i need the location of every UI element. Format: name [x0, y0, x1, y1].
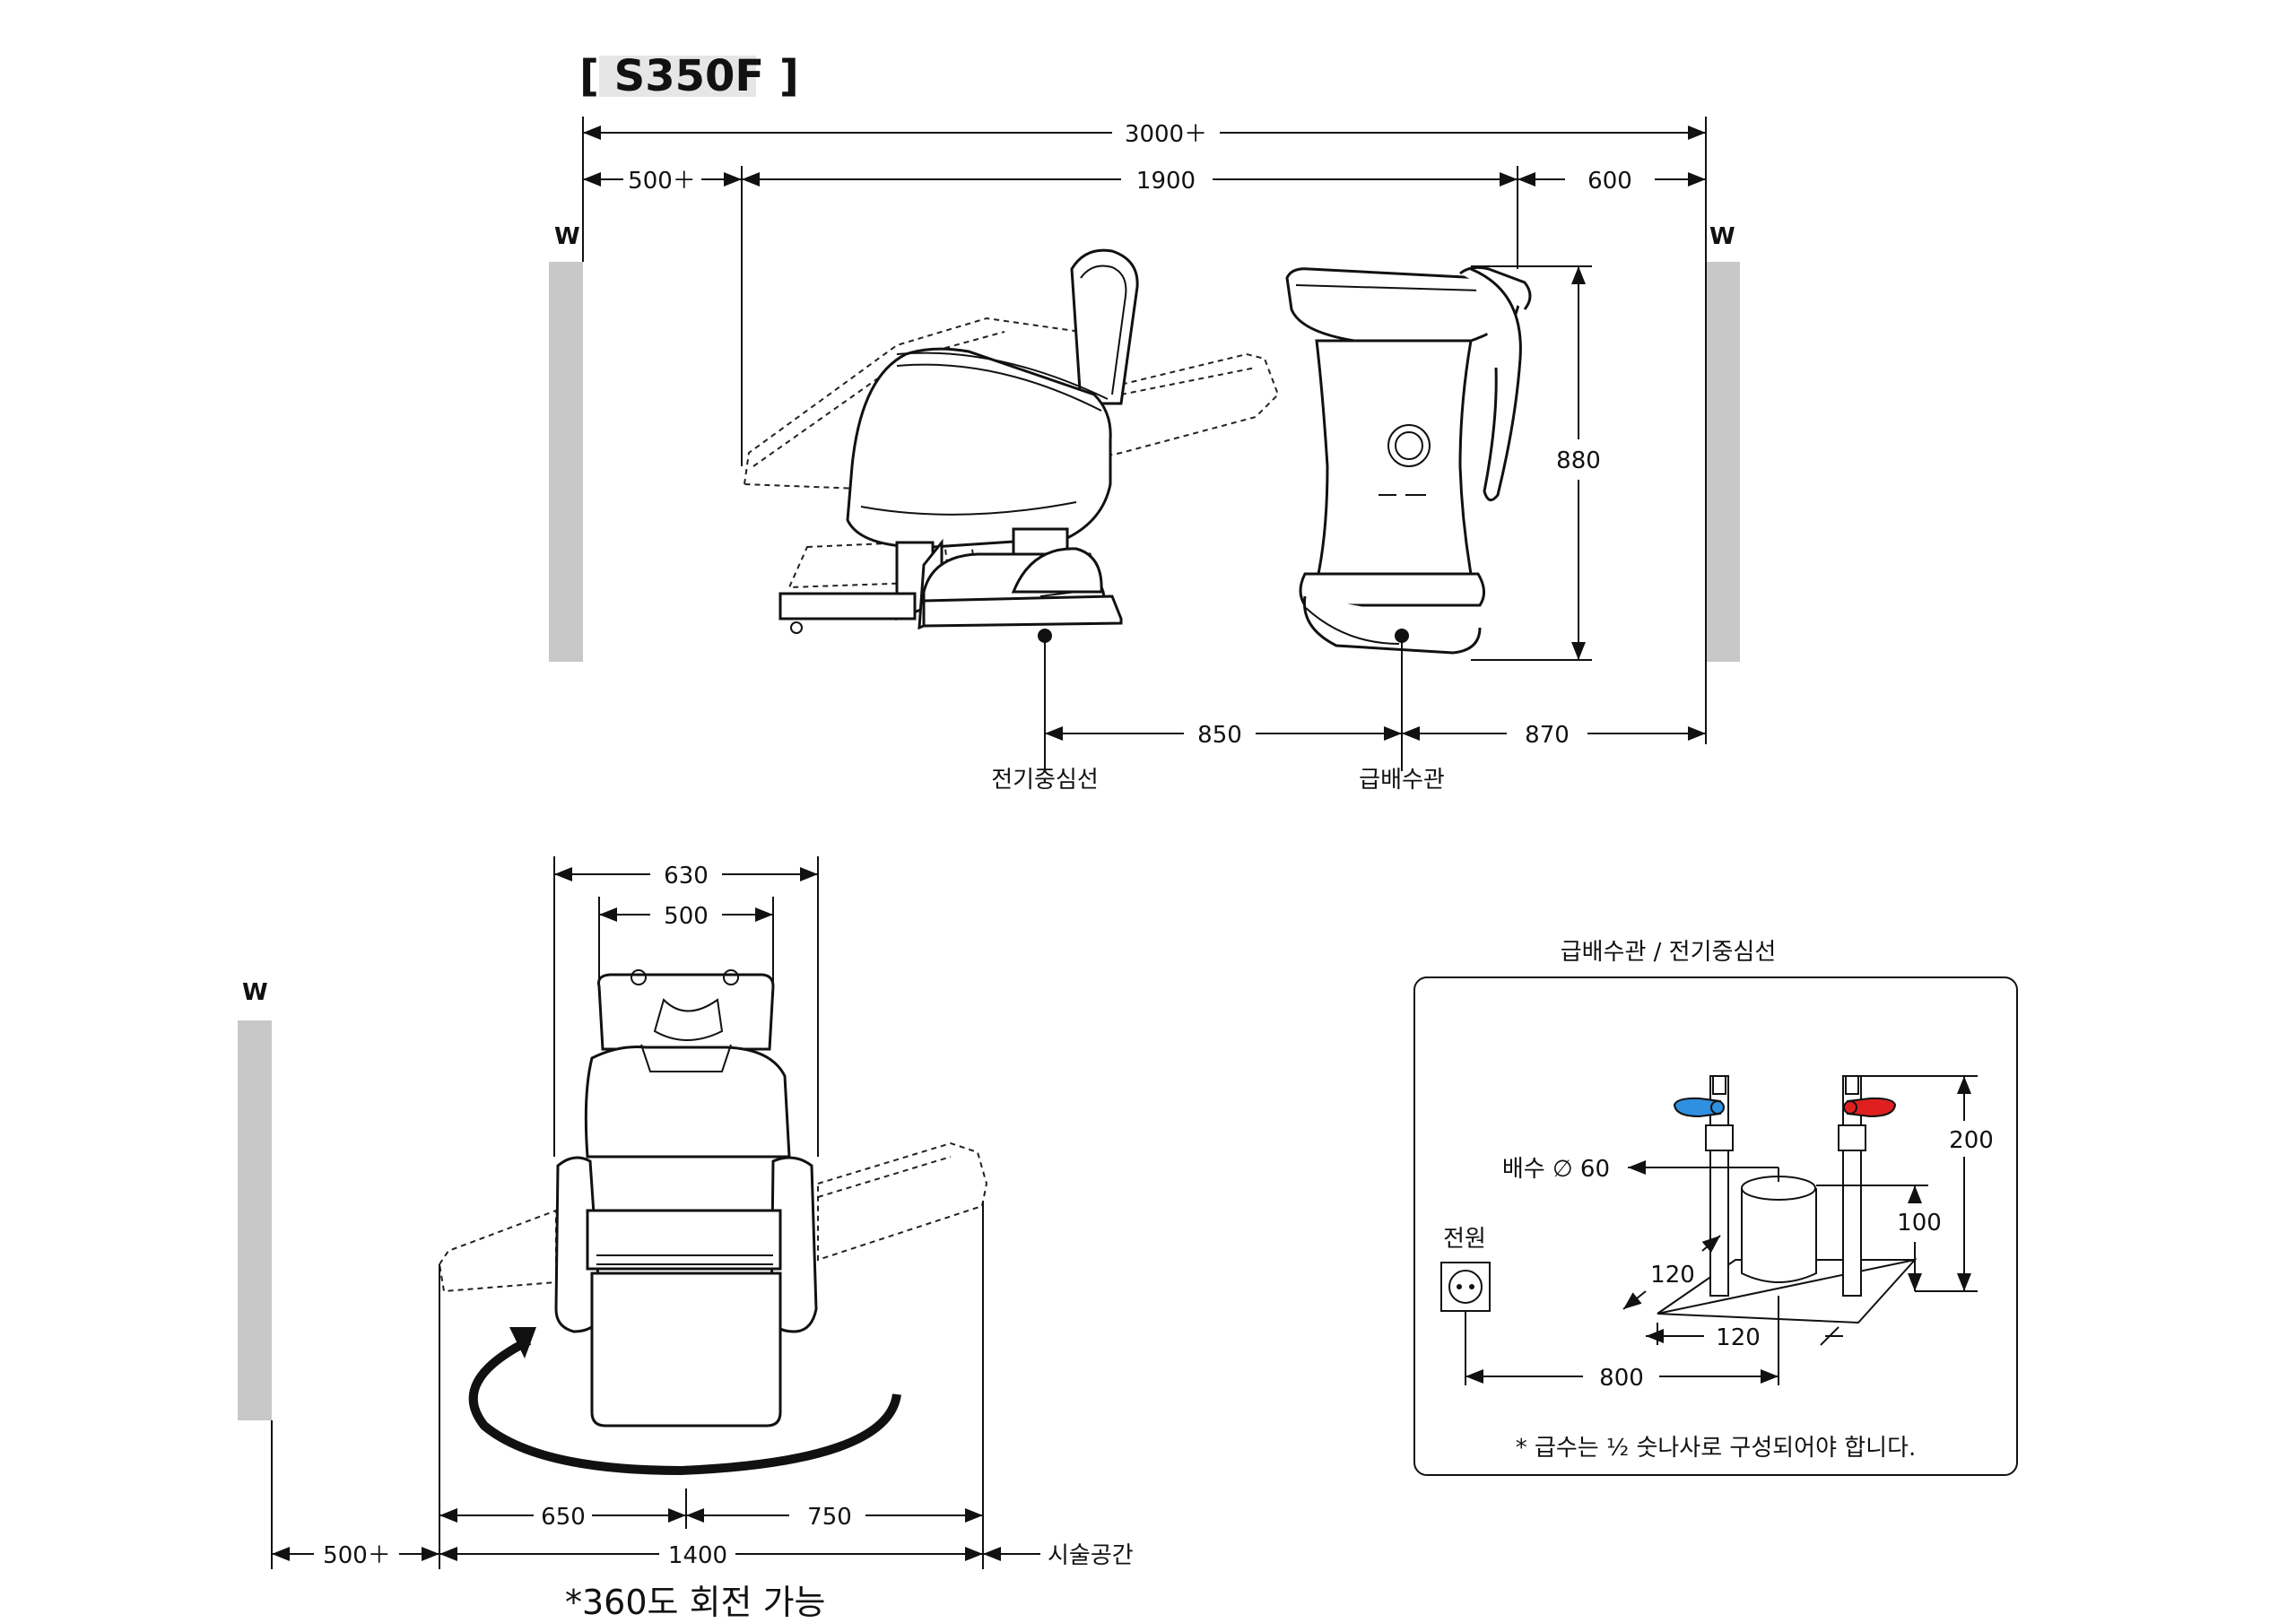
top-wall — [238, 1020, 272, 1420]
work-area-label: 시술공간 — [1048, 1542, 1134, 1569]
reclined-outline-left — [438, 1209, 557, 1293]
wall-label-top: W — [242, 979, 268, 1006]
dim-pipe-height: 200 — [1949, 1127, 1994, 1154]
power-label: 전원 — [1443, 1226, 1486, 1253]
left-wall — [549, 262, 583, 662]
drain-label: 배수 ∅ 60 — [1502, 1156, 1610, 1183]
dim-offset-b: 120 — [1716, 1324, 1761, 1351]
dim-inner-width: 500 — [664, 903, 709, 930]
drain-pipe — [1741, 1176, 1817, 1283]
dim-total: 3000＋ — [1125, 121, 1207, 148]
dim-drain-height: 100 — [1897, 1210, 1942, 1237]
dim-right-span: 750 — [807, 1504, 852, 1531]
side-view: W W 3000＋ 500＋ 1900 600 880 — [549, 117, 1740, 794]
dim-offset-a: 120 — [1650, 1262, 1695, 1289]
wall-label-right: W — [1709, 223, 1735, 250]
dim-chair-length: 1900 — [1136, 168, 1196, 195]
detail-footnote: * 급수는 ½ 숫나사로 구성되어야 합니다. — [1516, 1435, 1917, 1462]
dim-height: 880 — [1556, 447, 1601, 474]
right-wall — [1706, 262, 1740, 662]
detail-title: 급배수관 / 전기중심선 — [1561, 939, 1777, 966]
model-title: [ S350F ] — [579, 51, 799, 101]
top-view: W 630 500 — [238, 856, 1134, 1622]
dim-left-span: 650 — [541, 1504, 586, 1531]
dim-right-gap: 600 — [1587, 168, 1632, 195]
pipe-detail: 급배수관 / 전기중심선 전원 — [1413, 939, 2018, 1476]
dim-to-water: 850 — [1197, 722, 1242, 749]
dim-total-span: 1400 — [668, 1542, 727, 1569]
rotation-note: *360도 회전 가능 — [565, 1583, 826, 1622]
reclined-outline-right — [817, 1141, 988, 1262]
electric-center-label: 전기중심선 — [991, 767, 1099, 794]
chair-side — [778, 248, 1139, 634]
dim-wall-gap: 500＋ — [323, 1542, 391, 1569]
rotation-arrow — [468, 1327, 901, 1476]
wall-label-left: W — [554, 223, 580, 250]
chair-top — [554, 969, 818, 1428]
dim-width: 800 — [1599, 1365, 1644, 1392]
dim-outer-width: 630 — [664, 863, 709, 890]
dim-left-gap: 500＋ — [628, 168, 696, 195]
power-outlet-icon — [1440, 1262, 1491, 1312]
wash-basin-side — [1285, 265, 1532, 655]
floor-plate — [1657, 1258, 1918, 1324]
svg-text:[ S350F ]: [ S350F ] — [579, 51, 799, 101]
dim-to-wall: 870 — [1525, 722, 1570, 749]
water-pipe-label: 급배수관 — [1359, 767, 1445, 794]
